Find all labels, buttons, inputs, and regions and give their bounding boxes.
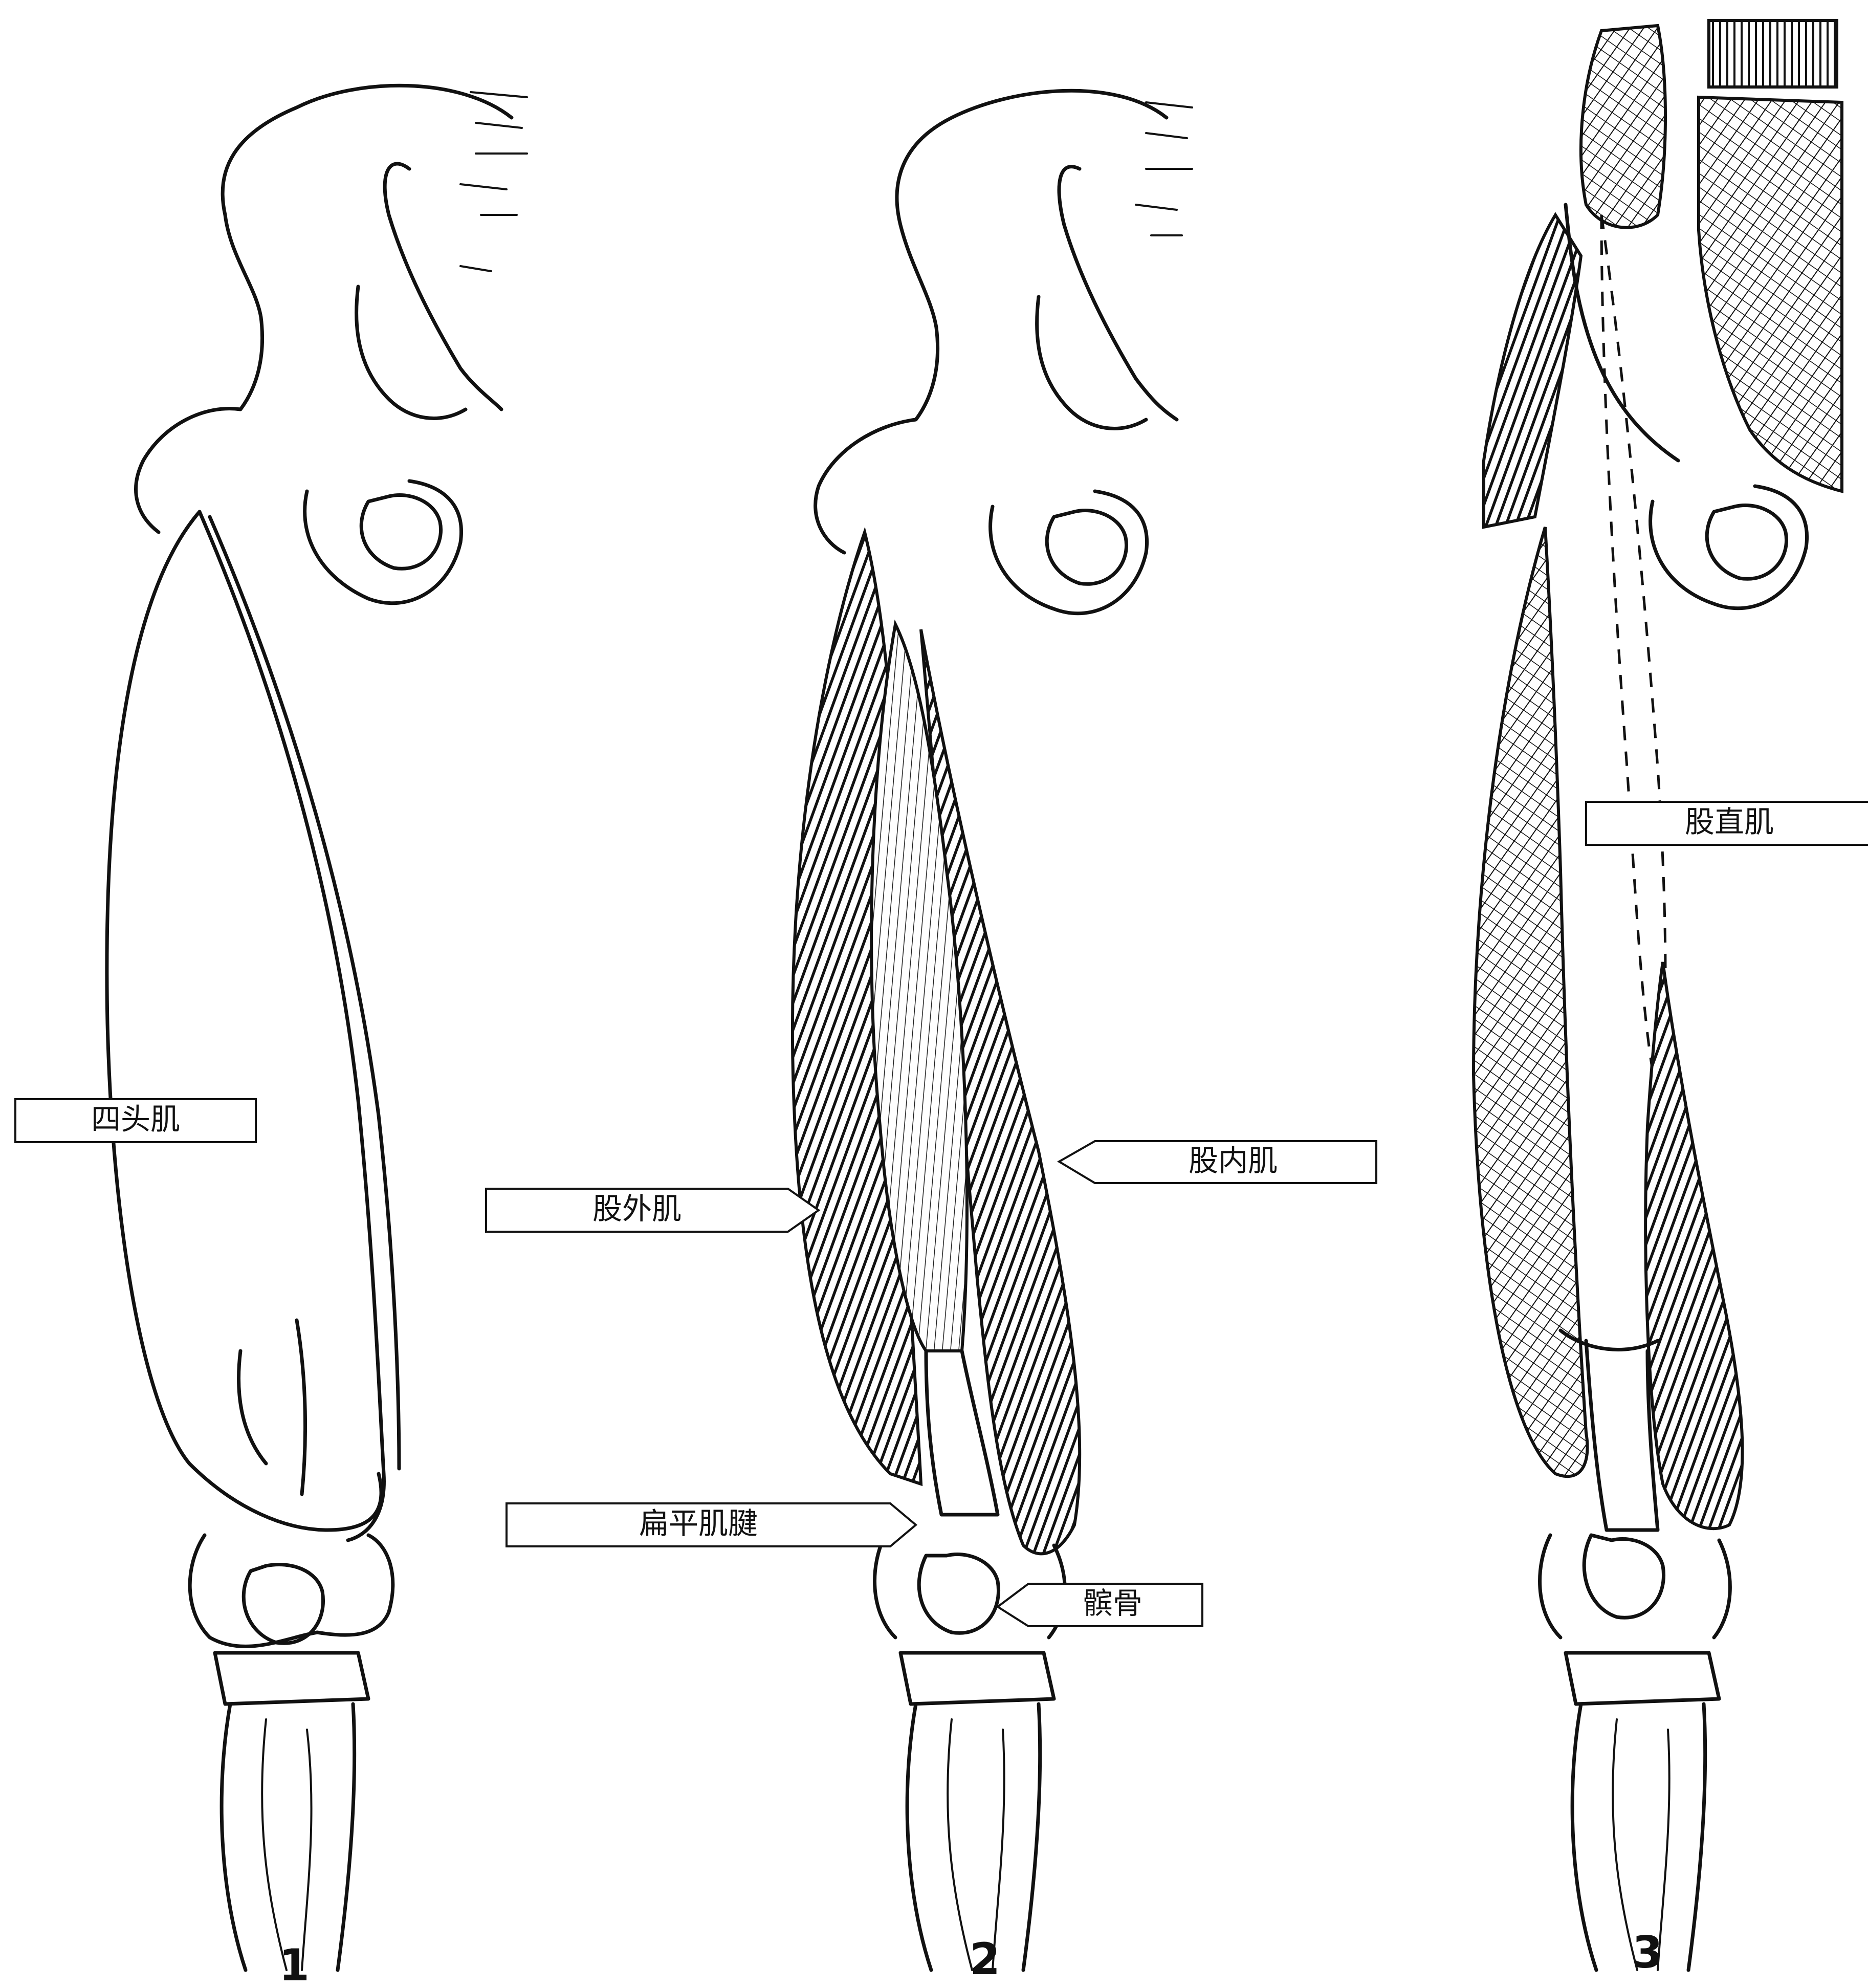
- panel-number-2: 2: [970, 1934, 1000, 1985]
- label-vastus-lateralis: 股外肌: [486, 1189, 819, 1232]
- label-rectus-femoris: 股直肌: [1586, 802, 1868, 845]
- label-quadriceps: 四头肌: [15, 1099, 256, 1142]
- panel-number-1: 1: [279, 1940, 310, 1988]
- panel-number-3: 3: [1632, 1927, 1663, 1978]
- label-vastus-medialis: 股内肌: [1059, 1141, 1376, 1183]
- label-patella-text: 髌骨: [1083, 1586, 1142, 1621]
- label-vastus-medialis-text: 股内肌: [1189, 1143, 1278, 1178]
- label-flat-tendon: 扁平肌腱: [507, 1503, 916, 1546]
- label-rectus-femoris-text: 股直肌: [1685, 804, 1774, 839]
- label-patella: 髌骨: [998, 1584, 1202, 1626]
- label-quadriceps-text: 四头肌: [91, 1102, 180, 1137]
- panel-3-drawing: [1474, 20, 1842, 1970]
- label-flat-tendon-text: 扁平肌腱: [639, 1506, 758, 1541]
- panel-2-drawing: [793, 91, 1192, 1970]
- label-vastus-lateralis-text: 股外肌: [592, 1191, 682, 1226]
- panel-1-drawing: [107, 85, 527, 1970]
